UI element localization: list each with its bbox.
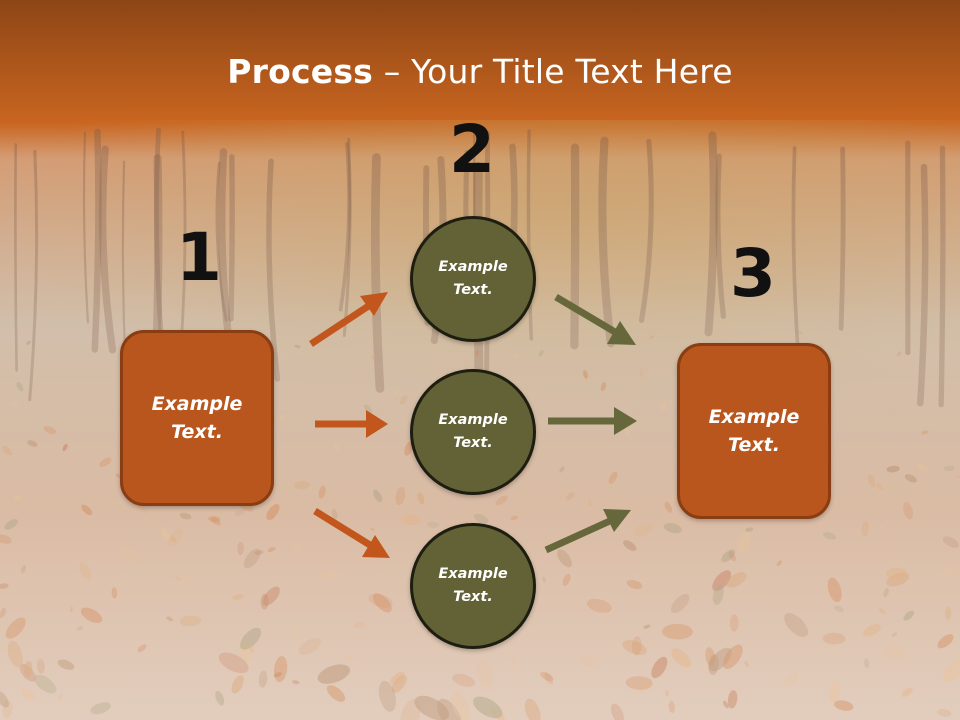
arrow-1-to-middle [315,410,388,438]
slide-title: Process – Your Title Text Here [0,52,960,91]
step-2-circle-bottom: Example Text. [410,523,536,649]
step-2-bottom-label: Example Text. [438,565,508,605]
title-bold: Process [227,52,374,91]
step-2-circle-middle: Example Text. [410,369,536,495]
step-3-label: Example Text. [708,405,800,457]
arrow-top-to-3 [554,293,636,345]
step-3-box: Example Text. [677,343,831,519]
arrow-1-to-bottom [313,508,390,558]
step-3-number: 3 [730,235,776,312]
step-2-circle-top: Example Text. [410,216,536,342]
arrow-1-to-top [309,292,388,347]
arrow-middle-to-3 [548,407,637,435]
step-1-label: Example Text. [151,392,243,444]
step-2-top-label: Example Text. [438,258,508,298]
arrow-bottom-to-3 [544,509,631,554]
step-1-number: 1 [176,219,222,296]
step-1-box: Example Text. [120,330,274,506]
step-2-number: 2 [449,111,495,188]
title-rest: – Your Title Text Here [373,52,733,91]
step-2-middle-label: Example Text. [438,411,508,451]
